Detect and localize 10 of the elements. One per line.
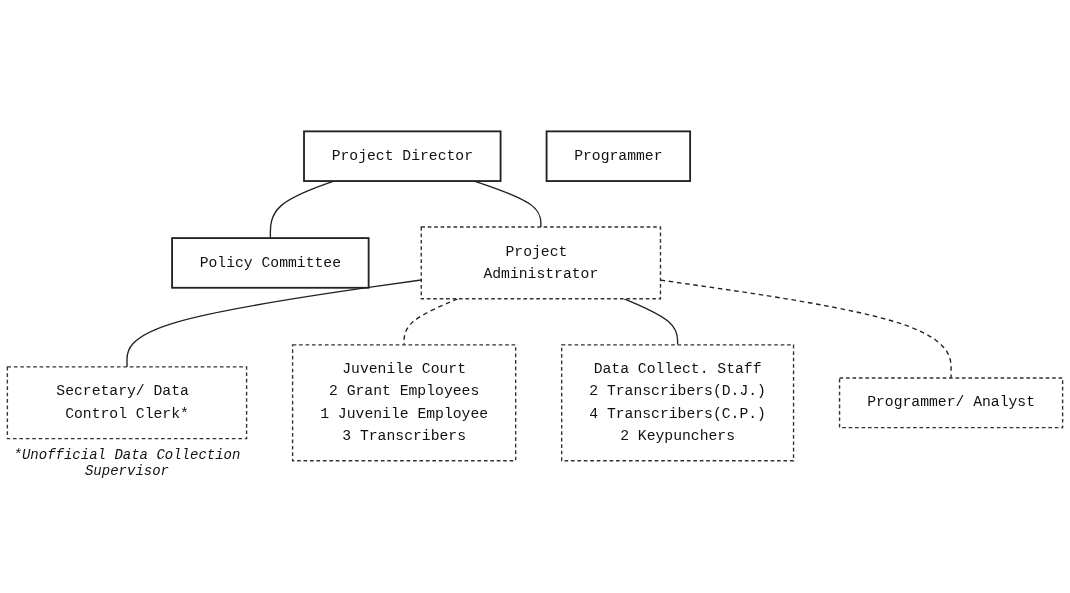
- node-box: Project Director: [303, 130, 502, 183]
- node-box: Juvenile Court 2 Grant Employees 1 Juvenile Employee 3 Transcribers: [291, 344, 517, 462]
- node-box: Project Administrator: [420, 226, 662, 300]
- footnote-text: *Unofficial Data Collection Supervisor: [12, 447, 242, 480]
- connector: [126, 279, 422, 369]
- node-box: Programmer/ Analyst: [838, 377, 1064, 429]
- node-box: Secretary/ Data Control Clerk*: [6, 366, 248, 440]
- node-box: Programmer: [545, 130, 692, 183]
- node-box: Policy Committee: [171, 237, 370, 290]
- node-box: Data Collect. Staff 2 Transcribers(D.J.) 4 Transcribers(C.P.) 2 Keypunchers: [560, 344, 795, 462]
